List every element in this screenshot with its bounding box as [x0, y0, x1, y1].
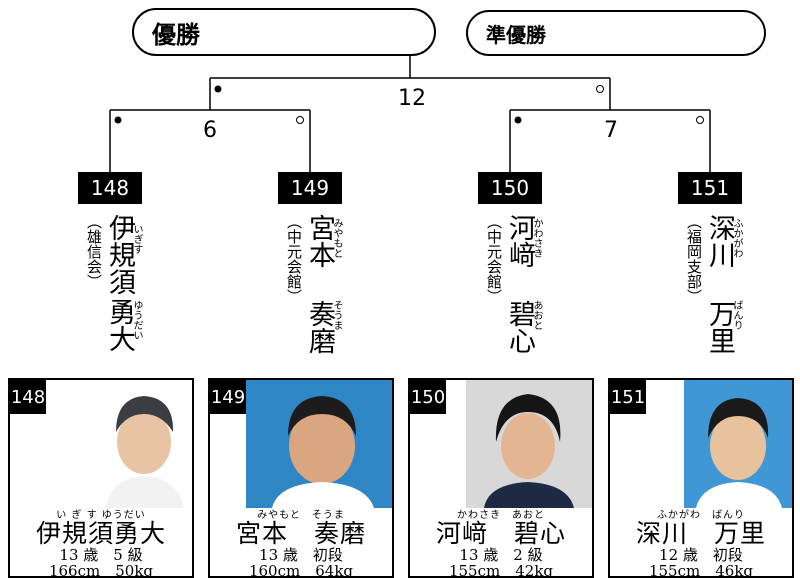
surname-reading: いぎす: [131, 224, 142, 254]
card-player-name: 伊規須勇大: [35, 519, 166, 548]
runner-up-label: 準優勝: [466, 10, 766, 56]
surname-reading: かわさき: [531, 218, 542, 258]
dojo-name: （中元会館）: [485, 214, 503, 304]
given-name-reading: ゆうだい: [131, 300, 142, 340]
card-age-rank: 12 歳 初段: [610, 544, 792, 565]
winner-label: 優勝: [132, 8, 436, 56]
card-number-badge: 150: [410, 380, 446, 414]
surname-reading: みやもと: [331, 218, 342, 258]
given-name-reading: ばんり: [731, 300, 742, 330]
tournament-bracket: [109, 56, 711, 172]
player-weight: 50kg: [115, 562, 154, 578]
player-card: 150 かわさき あおと 河﨑 碧心 13 歳 2 級 155cm 42kg: [408, 378, 594, 578]
player-rank: 初段: [712, 546, 743, 564]
player-height: 155cm: [448, 562, 501, 578]
entry-number-box: 150: [478, 172, 542, 204]
player-weight: 42kg: [515, 562, 554, 578]
winner-dot-148: [114, 116, 122, 124]
player-photo: [96, 380, 192, 508]
given-name-reading: あおと: [531, 300, 542, 330]
card-player-name: 深川 万里: [635, 519, 766, 548]
card-age-rank: 13 歳 2 級: [410, 544, 592, 565]
player-height: 166cm: [48, 562, 101, 578]
loser-dot-149: [296, 116, 304, 124]
card-age-rank: 13 歳 5 級: [10, 544, 192, 565]
player-age: 13 歳: [59, 546, 99, 564]
player-given-name: 万里: [704, 300, 735, 354]
player-given-name: 勇大: [104, 298, 135, 352]
player-photo: [246, 380, 392, 508]
card-player-name: 宮本 奏磨: [235, 519, 366, 548]
card-height-weight: 155cm 46kg: [610, 560, 792, 578]
winner-dot-left-semi: [214, 85, 222, 93]
player-surname: 河﨑: [504, 214, 535, 268]
entry-number-box: 149: [278, 172, 342, 204]
entry-number-box: 151: [678, 172, 742, 204]
card-name-reading: い ぎ す ゆうだい: [56, 510, 146, 521]
player-card: 151 ふかがわ ばんり 深川 万里 12 歳 初段 155cm 46kg: [608, 378, 794, 578]
card-name-reading: かわさき あおと: [457, 510, 545, 521]
card-height-weight: 166cm 50kg: [10, 560, 192, 578]
card-height-weight: 155cm 42kg: [410, 560, 592, 578]
final-score: 12: [398, 86, 426, 111]
player-age: 13 歳: [459, 546, 499, 564]
player-card: 148 い ぎ す ゆうだい 伊規須勇大 13 歳 5 級 166cm 50kg: [8, 378, 194, 578]
player-rank: 初段: [312, 546, 343, 564]
player-height: 160cm: [248, 562, 301, 578]
card-number-badge: 149: [210, 380, 246, 414]
card-number-badge: 148: [10, 380, 46, 414]
player-given-name: 碧心: [504, 300, 535, 354]
card-height-weight: 160cm 64kg: [210, 560, 392, 578]
dojo-name: （雄信会）: [85, 214, 103, 289]
given-name-reading: そうま: [331, 300, 342, 330]
player-weight: 64kg: [315, 562, 354, 578]
player-surname: 伊規須: [104, 214, 135, 295]
card-name-reading: ふかがわ ばんり: [657, 510, 745, 521]
dojo-name: （福岡支部）: [685, 214, 703, 304]
player-given-name: 奏磨: [304, 300, 335, 354]
player-height: 155cm: [648, 562, 701, 578]
entry-number-box: 148: [78, 172, 142, 204]
player-rank: 5 級: [113, 546, 143, 564]
left-semi-score: 6: [203, 118, 217, 143]
card-number-badge: 151: [610, 380, 646, 414]
loser-dot-right-semi: [596, 85, 604, 93]
winner-dot-150: [514, 116, 522, 124]
player-rank: 2 級: [513, 546, 543, 564]
player-card: 149 みやもと そうま 宮本 奏磨 13 歳 初段 160cm 64kg: [208, 378, 394, 578]
right-semi-score: 7: [604, 118, 618, 143]
player-surname: 宮本: [304, 214, 335, 268]
card-player-name: 河﨑 碧心: [435, 519, 566, 548]
player-surname: 深川: [704, 214, 735, 268]
player-weight: 46kg: [715, 562, 754, 578]
player-age: 12 歳: [659, 546, 698, 564]
player-age: 13 歳: [259, 546, 298, 564]
player-photo: [466, 380, 592, 508]
card-name-reading: みやもと そうま: [257, 510, 345, 521]
dojo-name: （中元会館）: [285, 214, 303, 304]
card-age-rank: 13 歳 初段: [210, 544, 392, 565]
loser-dot-151: [696, 116, 704, 124]
surname-reading: ふかがわ: [731, 218, 742, 258]
player-photo: [684, 380, 792, 508]
